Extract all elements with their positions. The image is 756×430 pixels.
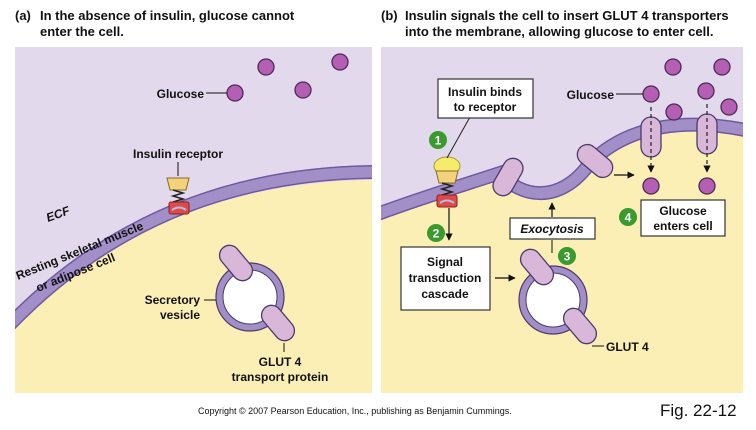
copyright-text: Copyright © 2007 Pearson Education, Inc.…: [198, 406, 512, 416]
insulin-receptor-label: Insulin receptor: [133, 147, 223, 161]
glut4-transporter-icon: [576, 143, 614, 179]
step1-badge: [429, 131, 447, 149]
vesicle-label-line2: vesicle: [160, 308, 200, 322]
glucose-molecule: [664, 58, 682, 76]
glucose-molecule: [642, 85, 660, 103]
step4-number: 4: [625, 211, 632, 225]
glucose-molecule: [697, 82, 715, 100]
glucose-molecules: [226, 53, 349, 102]
step2-box: [400, 246, 491, 311]
step2-number: 2: [433, 227, 440, 241]
step3-badge: [558, 247, 576, 265]
step4-label-line1: Glucose: [659, 204, 707, 218]
panel-b-letter: (b): [381, 8, 398, 23]
panel-a-title-line2: enter the cell.: [40, 24, 124, 39]
glucose-molecule: [720, 98, 738, 116]
figure-label: Fig. 22-12: [660, 401, 737, 420]
step2-label-line2: transduction: [409, 271, 482, 285]
glucose-molecule: [294, 81, 312, 99]
glut4-transporter-icon: [492, 157, 524, 197]
step1-label-line2: to receptor: [454, 100, 517, 114]
panel-b-title-line2: into the membrane, allowing glucose to e…: [405, 24, 713, 39]
glucose-molecule: [698, 177, 716, 195]
secretory-vesicle-icon: [215, 244, 296, 342]
step1-box: [437, 78, 534, 119]
step2-badge: [427, 224, 445, 242]
step2-label-line3: cascade: [421, 287, 469, 301]
glut4-label-line2: transport protein: [232, 370, 329, 384]
glucose-molecules: [642, 58, 738, 195]
glucose-molecule: [665, 103, 683, 121]
step4-label-line2: enters cell: [653, 219, 712, 233]
step2-label-line1: Signal: [427, 255, 463, 269]
panel-b-title-line1: Insulin signals the cell to insert GLUT …: [405, 8, 729, 23]
glucose-molecule: [257, 58, 275, 76]
panel-a-title-line1: In the absence of insulin, glucose canno…: [40, 8, 295, 23]
step3-box: [509, 217, 596, 240]
panel-b: Glucose Insulin binds to receptor 1 2 Si…: [381, 47, 743, 393]
step4-badge: [619, 208, 637, 226]
glucose-molecule: [331, 53, 349, 71]
vesicle-label-line1: Secretory: [145, 293, 201, 307]
glut4-transporter-icon: [260, 304, 296, 342]
glut4-transporter-icon: [218, 244, 254, 282]
panel-b-title: (b) Insulin signals the cell to insert G…: [381, 8, 729, 39]
panel-a-title: (a) In the absence of insulin, glucose c…: [15, 8, 295, 39]
glucose-label: Glucose: [157, 87, 205, 101]
step1-leader-line: [446, 116, 471, 159]
step4-box: [640, 199, 726, 237]
secretory-vesicle-icon: [518, 248, 598, 345]
step1-label-line1: Insulin binds: [448, 85, 522, 99]
glucose-molecule: [226, 84, 244, 102]
step3-label: Exocytosis: [520, 222, 584, 236]
glut4-transporter-icon: [562, 307, 598, 345]
insulin-receptor-icon: [166, 177, 190, 215]
glut4-transporter-icon: [519, 248, 555, 286]
glucose-label: Glucose: [567, 88, 615, 102]
step1-number: 1: [435, 134, 442, 148]
step3-number: 3: [564, 250, 571, 264]
panel-a: Glucose Insulin receptor ECF Resting ske…: [15, 47, 372, 393]
glut4-label-line1: GLUT 4: [259, 355, 302, 369]
glucose-molecule: [713, 58, 731, 76]
glucose-molecule: [642, 177, 660, 195]
panel-a-letter: (a): [15, 8, 31, 23]
glut4-label: GLUT 4: [606, 340, 649, 354]
